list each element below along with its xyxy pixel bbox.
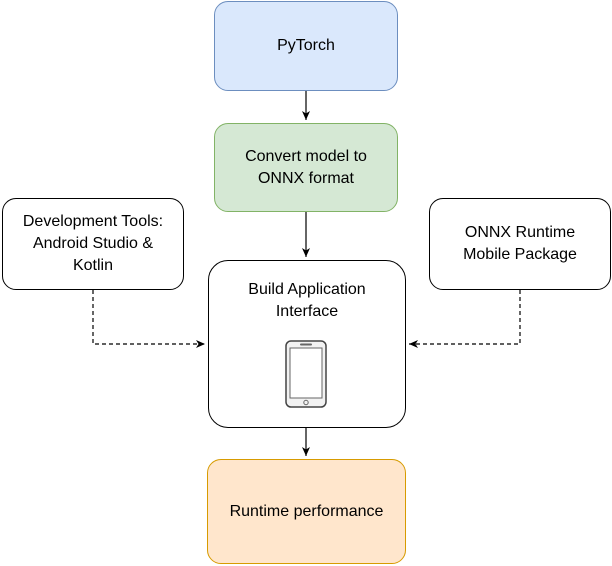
node-pytorch: PyTorch xyxy=(214,1,398,91)
node-runtime-performance: Runtime performance xyxy=(207,459,406,564)
node-devtools-label: Development Tools: Android Studio & Kotl… xyxy=(22,213,164,274)
smartphone-icon xyxy=(285,340,327,408)
node-development-tools: Development Tools: Android Studio & Kotl… xyxy=(2,198,184,290)
node-convert-model: Convert model to ONNX format xyxy=(214,123,398,212)
node-runtime-label: Runtime performance xyxy=(229,502,384,520)
node-convert-label: Convert model to ONNX format xyxy=(245,147,367,187)
edge-onnx-to-build xyxy=(409,290,521,348)
node-onnx-runtime: ONNX Runtime Mobile Package xyxy=(429,198,611,290)
edge-devtools-to-build xyxy=(92,290,205,348)
node-pytorch-label: PyTorch xyxy=(277,37,335,54)
node-build-label: Build Application Interface xyxy=(248,281,366,320)
node-onnx-label: ONNX Runtime Mobile Package xyxy=(463,224,577,263)
